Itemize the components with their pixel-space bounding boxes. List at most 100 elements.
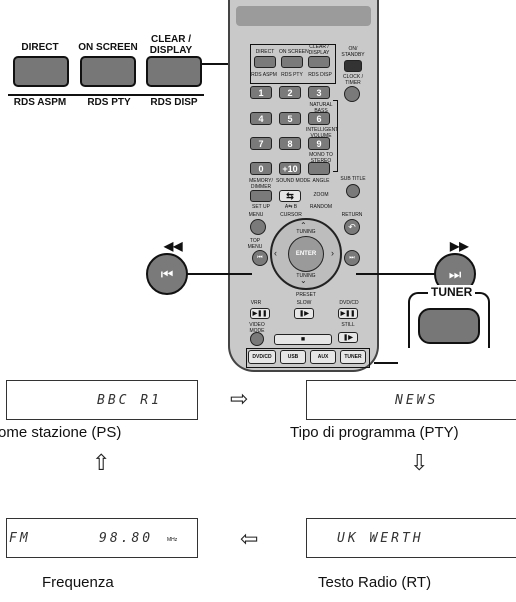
arrow-left-icon: ⇦ bbox=[240, 526, 259, 551]
dvd-cd-label: DVD/CD bbox=[339, 300, 359, 306]
skip-back-icon: ⏮ bbox=[160, 265, 174, 282]
freq-caption: Frequenza bbox=[42, 574, 114, 591]
pointer-line-fwd bbox=[356, 273, 436, 275]
tuner-label: TUNER bbox=[428, 285, 476, 299]
clock-timer-label: CLOCK / TIMER bbox=[342, 74, 363, 86]
slow-key[interactable]: ❚▶ bbox=[294, 308, 314, 319]
tuner-button[interactable] bbox=[418, 308, 480, 344]
memory-dimmer-key[interactable] bbox=[250, 190, 272, 202]
remote-rds-disp: RDS DISP bbox=[308, 72, 332, 78]
mono-to-stereo-label: MONO TO STEREO bbox=[309, 152, 333, 164]
num-plus10-key[interactable]: +10 bbox=[279, 162, 301, 175]
menu-key[interactable] bbox=[250, 219, 266, 235]
rt-display-text: UK WERTH bbox=[337, 531, 424, 546]
top-menu-label: TOP MENU bbox=[247, 238, 263, 250]
src-tuner-key[interactable]: TUNER bbox=[340, 350, 366, 364]
remote-skip-fwd-icon[interactable]: ⏭ bbox=[344, 250, 360, 266]
num-4-key[interactable]: 4 bbox=[250, 112, 272, 125]
num-8-key[interactable]: 8 bbox=[279, 137, 301, 150]
rt-display: UK WERTH bbox=[306, 518, 516, 558]
enter-button[interactable]: ENTER bbox=[288, 236, 324, 272]
pointer-line-tuner bbox=[374, 362, 398, 364]
pointer-line-back bbox=[186, 273, 252, 275]
clock-timer-key[interactable] bbox=[344, 86, 360, 102]
ps-display: BBC R1 bbox=[6, 380, 198, 420]
sound-mode-label: SOUND MODE bbox=[276, 178, 311, 184]
still-key[interactable]: ❚▶ bbox=[338, 332, 358, 343]
preset-label: PRESET bbox=[295, 292, 316, 298]
remote-direct-label: DIRECT bbox=[255, 49, 275, 55]
num-7-key[interactable]: 7 bbox=[250, 137, 272, 150]
mono-to-stereo-key[interactable] bbox=[308, 162, 330, 175]
zoom-label: ZOOM bbox=[313, 192, 329, 198]
video-mode-label: VIDEO MODE bbox=[249, 322, 265, 334]
rt-caption: Testo Radio (RT) bbox=[318, 574, 432, 591]
clear-display-label: CLEAR / DISPLAY bbox=[149, 34, 193, 56]
natural-bass-label: NATURAL BASS bbox=[309, 102, 333, 114]
cursor-up-icon[interactable]: ⌃ bbox=[300, 221, 307, 230]
return-label: RETURN bbox=[341, 212, 363, 218]
remote-skip-back-icon[interactable]: ⏮ bbox=[252, 250, 268, 266]
intelligent-volume-label: INTELLIGENT VOLUME bbox=[306, 127, 339, 139]
memory-dimmer-label: MEMORY/ DIMMER bbox=[249, 178, 273, 190]
freq-display: FM 98.80 MHz bbox=[6, 518, 198, 558]
highlight-box bbox=[250, 44, 336, 84]
arrow-right-icon: ⇨ bbox=[230, 386, 249, 411]
skip-back-button[interactable]: ⏮ bbox=[146, 253, 188, 295]
direct-button[interactable] bbox=[13, 56, 69, 87]
num-0-key[interactable]: 0 bbox=[250, 162, 272, 175]
sub-title-key[interactable] bbox=[346, 184, 360, 198]
source-bracket bbox=[246, 348, 370, 368]
src-aux-key[interactable]: AUX bbox=[310, 350, 336, 364]
ps-caption: ome stazione (PS) bbox=[0, 424, 122, 441]
arrow-down-icon: ⇩ bbox=[410, 450, 429, 475]
cursor-down-icon[interactable]: ⌄ bbox=[300, 276, 307, 285]
remote-rds-pty: RDS PTY bbox=[281, 72, 303, 78]
ab-repeat-key[interactable]: ⇆ bbox=[279, 190, 301, 202]
num-5-key[interactable]: 5 bbox=[279, 112, 301, 125]
remote-clear-key[interactable] bbox=[308, 56, 330, 68]
video-mode-key[interactable] bbox=[250, 332, 264, 346]
num-2-key[interactable]: 2 bbox=[279, 86, 301, 99]
rds-underline bbox=[8, 94, 204, 96]
num-3-key[interactable]: 3 bbox=[308, 86, 330, 99]
tuning-up-label: TUNING bbox=[296, 229, 316, 235]
cursor-right-icon[interactable]: › bbox=[331, 248, 334, 258]
rds-disp-label: RDS DISP bbox=[142, 97, 206, 108]
on-screen-label: ON SCREEN bbox=[78, 42, 138, 53]
remote-clear-label: CLEAR / DISPLAY bbox=[308, 44, 330, 56]
stop-key[interactable]: ■ bbox=[274, 334, 332, 345]
ab-label: A⇆ B bbox=[284, 204, 298, 210]
src-dvdcd-key[interactable]: DVD/CD bbox=[248, 350, 276, 364]
arrow-up-icon: ⇧ bbox=[92, 450, 111, 475]
sub-title-label: SUB TITLE bbox=[340, 176, 366, 182]
num-9-key[interactable]: 9 bbox=[308, 137, 330, 150]
src-usb-key[interactable]: USB bbox=[280, 350, 306, 364]
skip-fwd-icon: ⏭ bbox=[448, 265, 462, 282]
vrr-play-pause-key[interactable]: ▶❚❚ bbox=[250, 308, 270, 319]
remote-on-screen-key[interactable] bbox=[281, 56, 303, 68]
set-up-label: SET UP bbox=[252, 204, 270, 210]
num-1-key[interactable]: 1 bbox=[250, 86, 272, 99]
rds-aspm-label: RDS ASPM bbox=[13, 97, 67, 108]
cursor-left-icon[interactable]: ‹ bbox=[274, 248, 277, 258]
cursor-label: CURSOR bbox=[280, 212, 302, 218]
keypad-bracket bbox=[333, 100, 338, 172]
freq-band-text: FM bbox=[9, 531, 31, 546]
remote-on-screen-label: ON SCREEN bbox=[279, 49, 309, 55]
still-label: STILL bbox=[341, 322, 355, 328]
pty-display: NEWS bbox=[306, 380, 516, 420]
freq-unit: MHz bbox=[167, 537, 178, 543]
menu-label: MENU bbox=[248, 212, 264, 218]
return-icon[interactable]: ↶ bbox=[344, 219, 360, 235]
dvd-play-pause-key[interactable]: ▶❚❚ bbox=[338, 308, 358, 319]
remote-control: DIRECT ON SCREEN CLEAR / DISPLAY RDS ASP… bbox=[228, 0, 379, 372]
standby-key[interactable] bbox=[344, 60, 362, 72]
num-6-key[interactable]: 6 bbox=[308, 112, 330, 125]
clear-display-button[interactable] bbox=[146, 56, 202, 87]
ps-display-text: BBC R1 bbox=[97, 393, 162, 408]
on-screen-button[interactable] bbox=[80, 56, 136, 87]
on-standby-label: ON/ STANDBY bbox=[341, 46, 365, 58]
remote-direct-key[interactable] bbox=[254, 56, 276, 68]
pty-display-text: NEWS bbox=[395, 393, 439, 408]
